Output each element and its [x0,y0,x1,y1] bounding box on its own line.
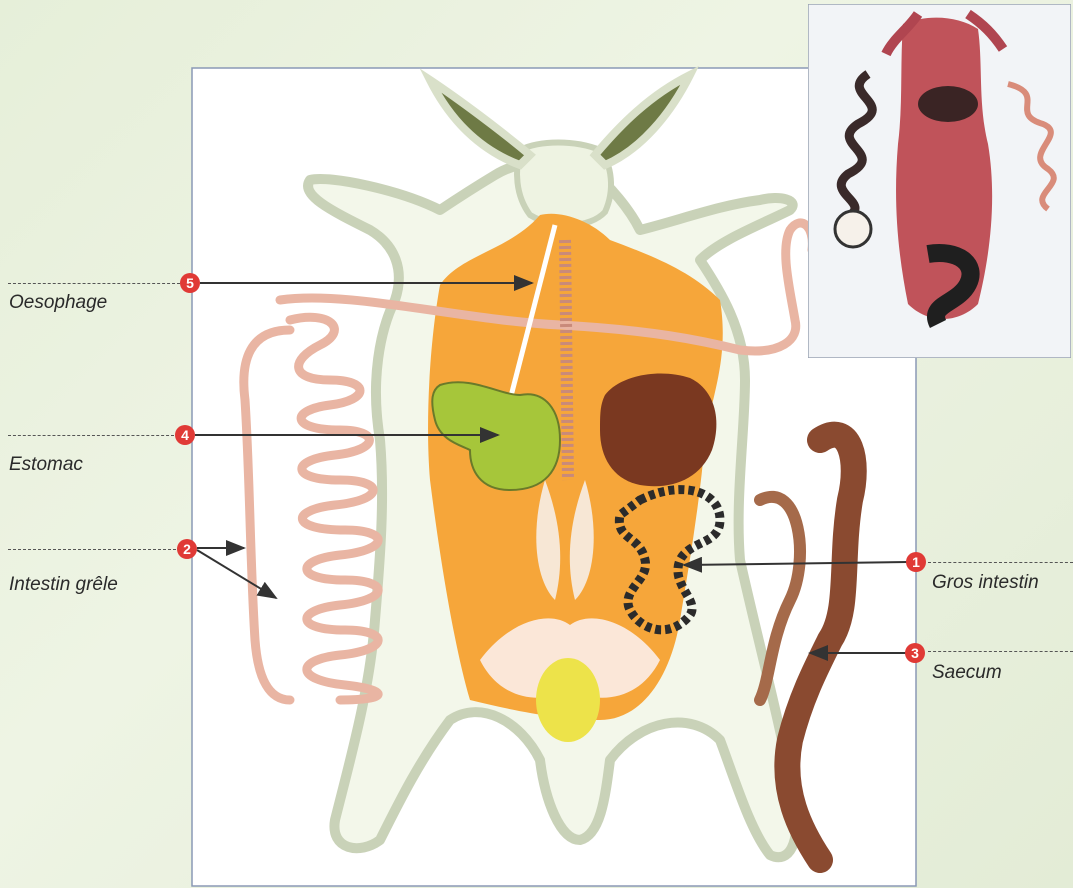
caecum-rule [928,651,1073,652]
marker-5: 5 [180,273,200,293]
marker-4: 4 [175,425,195,445]
label-intestin-grele: Intestin grêle [9,574,118,596]
label-estomac: Estomac [9,454,83,476]
arrow-large-intestine [684,562,908,565]
marker-2: 2 [177,539,197,559]
oesophagus-rule [8,283,180,284]
arrow-small-intestine-2 [197,550,276,598]
large-intestine-rule [928,562,1073,563]
label-saecum: Saecum [932,662,1002,684]
small-intestine-rule [8,549,176,550]
stomach-rule [8,435,174,436]
label-gros-intestin: Gros intestin [932,572,1039,594]
marker-3: 3 [905,643,925,663]
marker-1: 1 [906,552,926,572]
label-oesophage: Oesophage [9,292,107,314]
